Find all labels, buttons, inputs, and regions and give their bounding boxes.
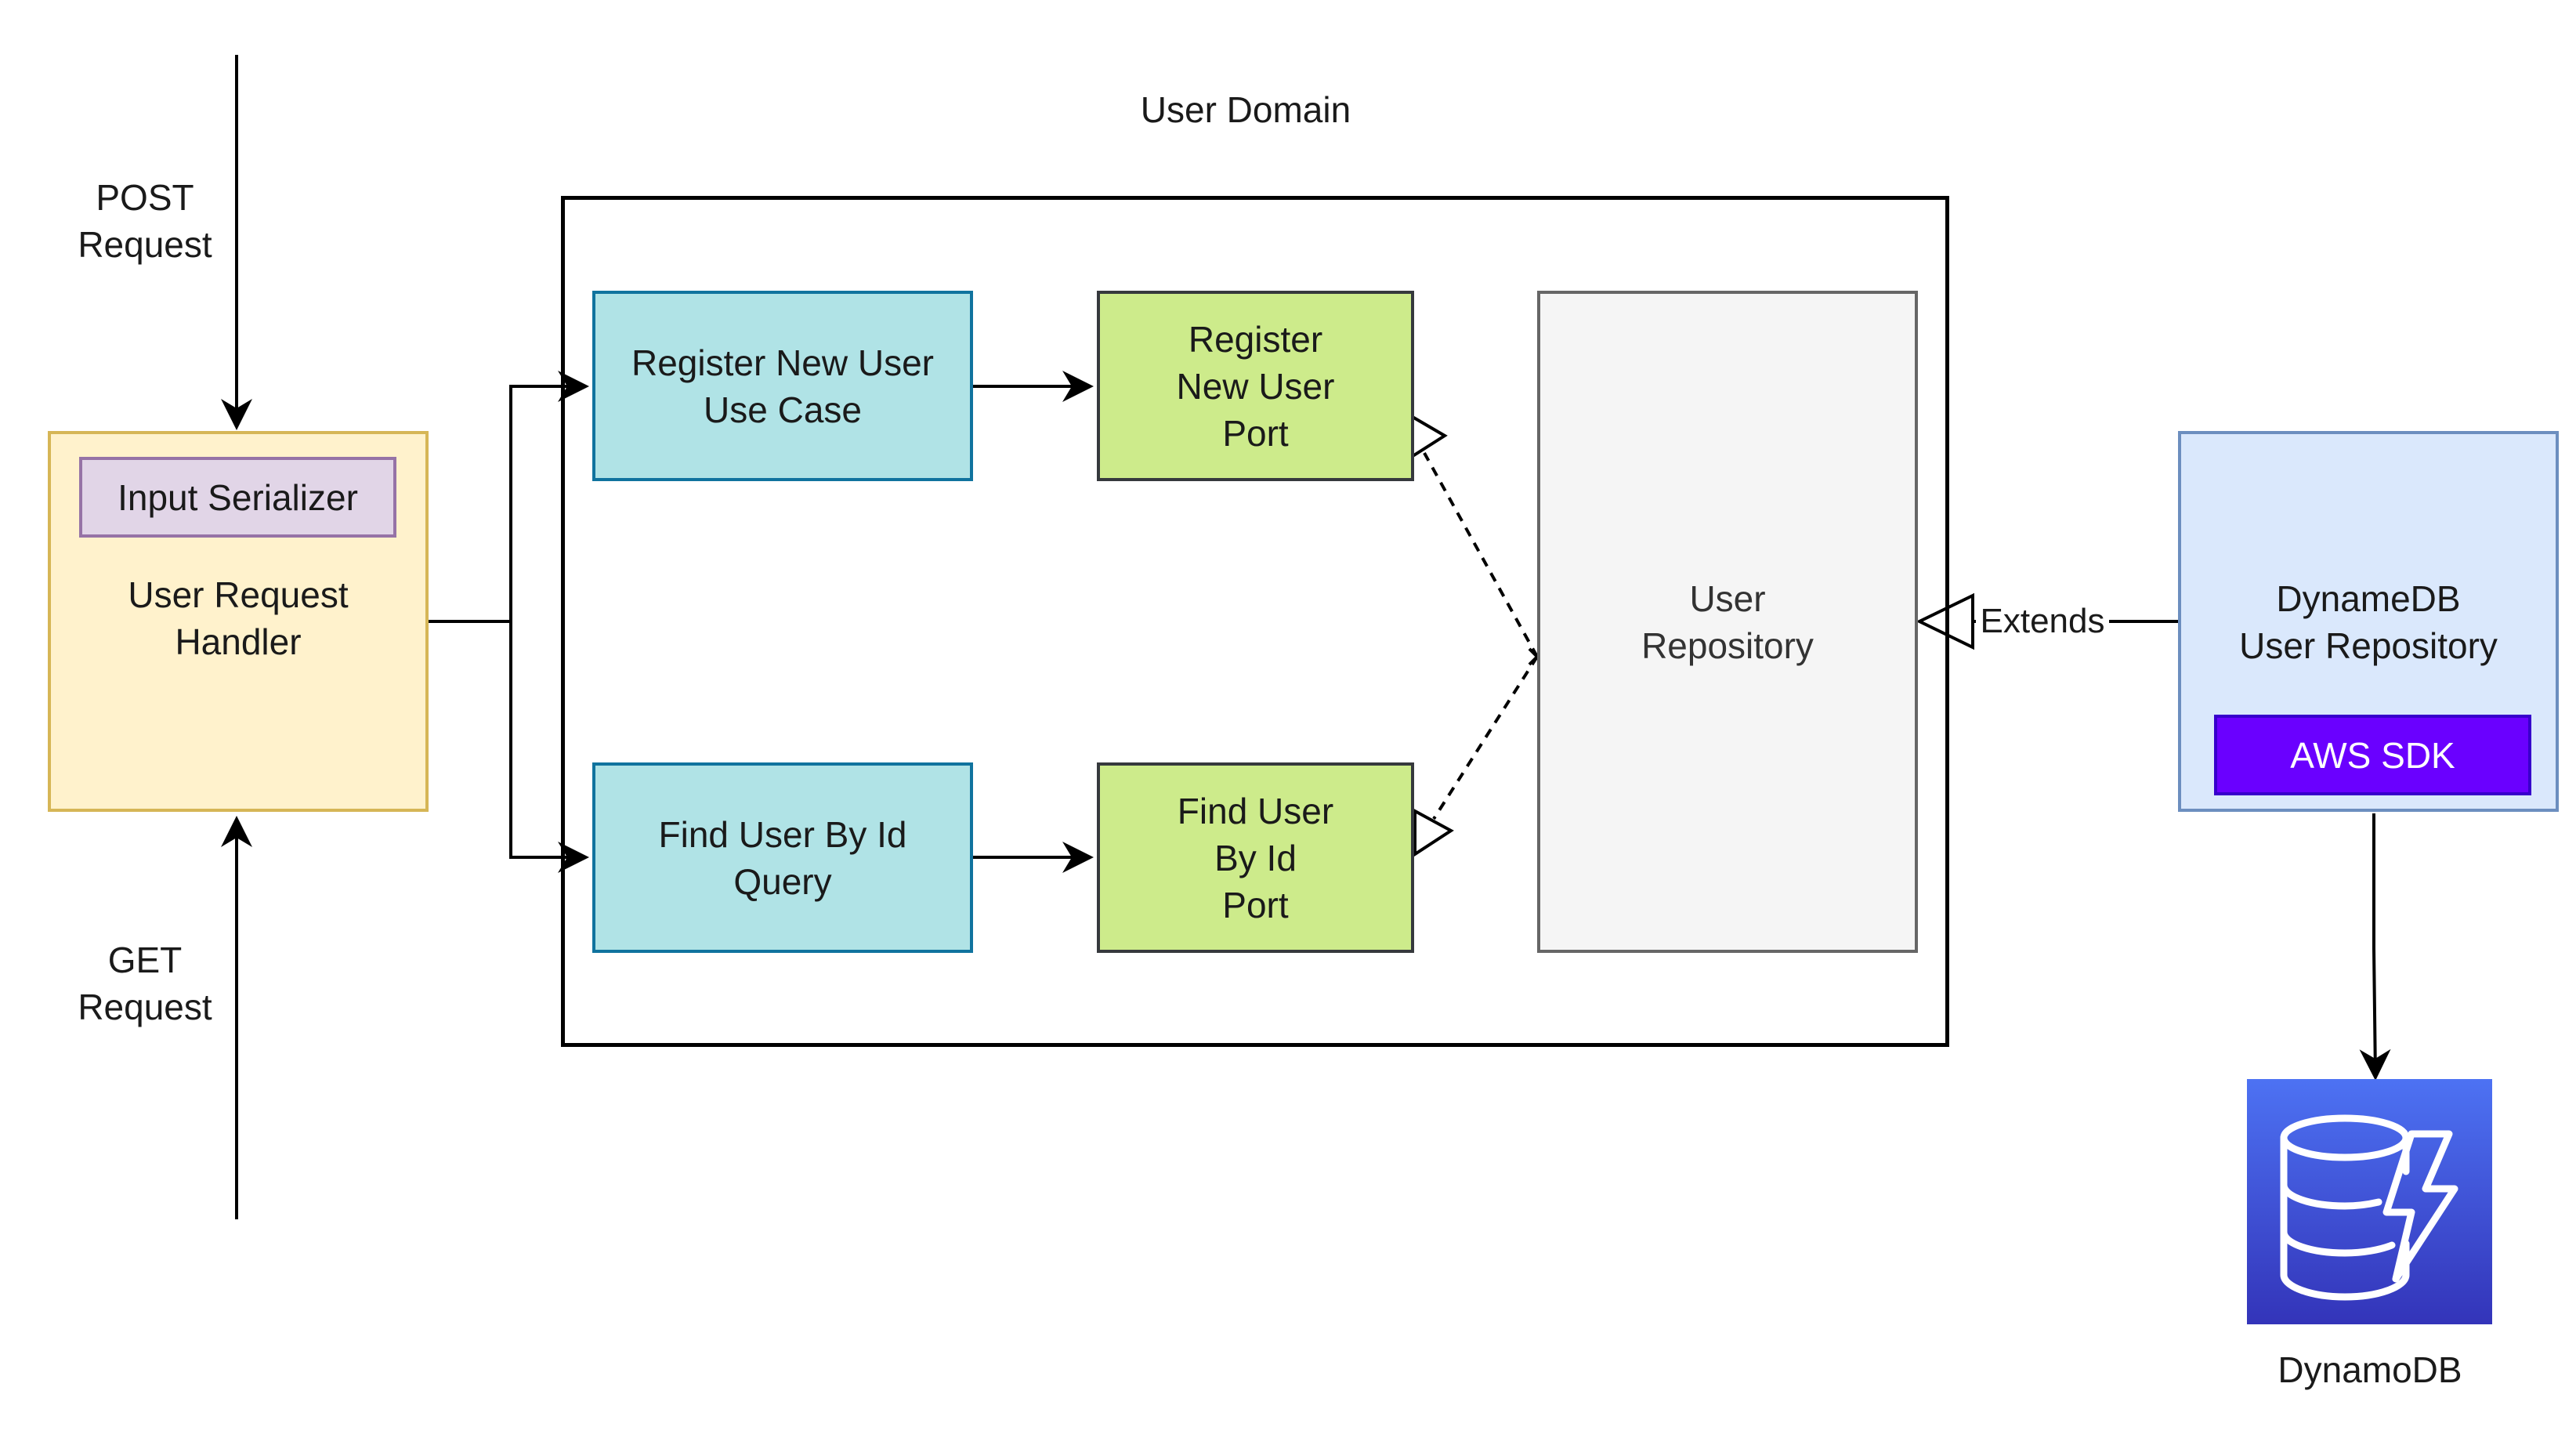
input-serializer: Input Serializer	[79, 457, 396, 538]
sdk-to-dynamodb-edge	[2359, 813, 2391, 1081]
aws-sdk: AWS SDK	[2214, 715, 2531, 795]
register-new-user-port: Register New User Port	[1097, 291, 1414, 481]
repository-implements-register-port-edge	[1423, 452, 1539, 657]
get-request-label: GET Request	[78, 940, 212, 1027]
handler-to-register-edge	[427, 371, 589, 623]
user-domain-frame	[561, 196, 1949, 1047]
dynamodb-label: DynamoDB	[2278, 1349, 2462, 1390]
domain-title: User Domain	[1140, 89, 1351, 130]
find-user-by-id-port: Find User By Id Port	[1097, 762, 1414, 953]
extends-label: Extends	[1976, 599, 2109, 643]
user-repository: User Repository	[1537, 291, 1918, 953]
dynamodb-icon	[2247, 1079, 2492, 1324]
find-port-realization-head	[1413, 808, 1454, 857]
register-new-user-use-case: Register New User Use Case	[592, 291, 973, 481]
repository-implements-find-port-edge	[1432, 655, 1539, 820]
user-request-handler-label: User Request Handler	[128, 574, 349, 662]
dynamodb-user-repository-label: DynameDB User Repository	[2239, 578, 2498, 666]
post-request-label: POST Request	[78, 177, 212, 265]
find-user-by-id-query: Find User By Id Query	[592, 762, 973, 953]
